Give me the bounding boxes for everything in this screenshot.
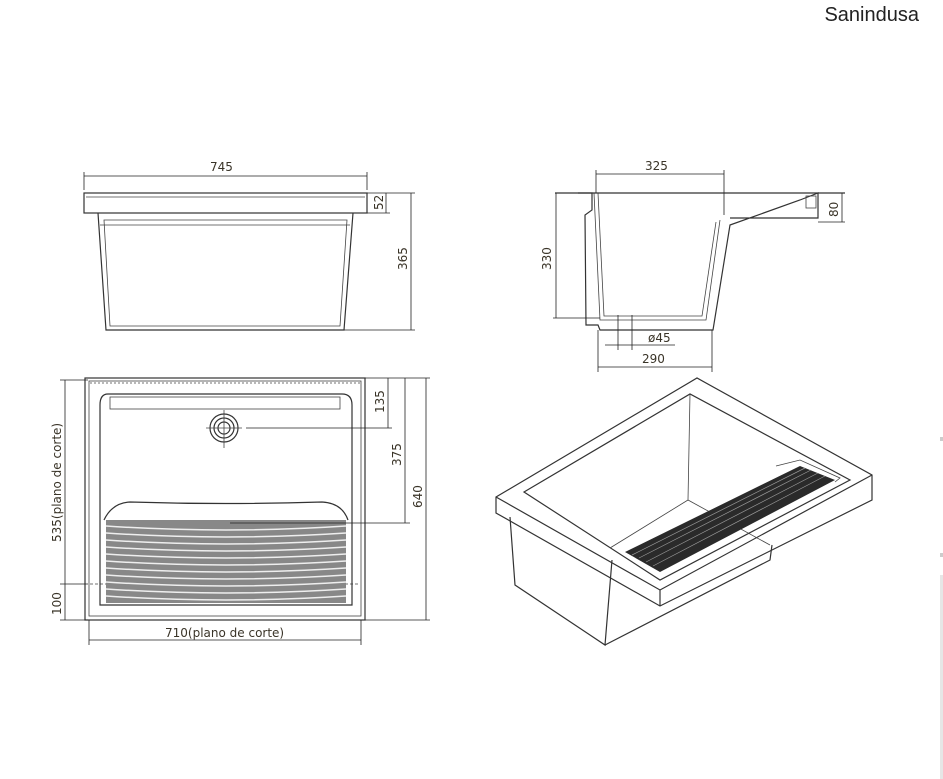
isometric-view [495, 377, 873, 647]
dim-width-745: 745 [210, 160, 233, 174]
page-edge-mark [940, 437, 943, 441]
dim-cut-depth-535: 535(plano de corte) [50, 423, 64, 542]
dim-front-100: 100 [50, 592, 64, 615]
dim-board-375: 375 [390, 443, 404, 466]
dim-rim-52: 52 [372, 195, 386, 210]
dim-drain-offset-135: 135 [373, 390, 387, 413]
dim-height-365: 365 [396, 247, 410, 270]
dim-drain-45: ø45 [648, 331, 671, 345]
dim-depth-640: 640 [411, 485, 425, 508]
page-edge-mark [940, 553, 943, 557]
dim-cut-width-710: 710(plano de corte) [165, 626, 284, 640]
drain-circle [206, 410, 242, 448]
top-view: 135 375 640 535(plano de corte) 100 710(… [50, 377, 430, 645]
brand-name: Sanindusa [824, 4, 919, 26]
dim-rim-80: 80 [827, 202, 841, 217]
washboard-ribs [105, 520, 347, 603]
dim-depth-325: 325 [645, 159, 668, 173]
dim-height-330: 330 [540, 247, 554, 270]
iso-washboard [625, 459, 841, 572]
front-view: 745 52 365 [83, 160, 415, 331]
dim-base-290: 290 [642, 352, 665, 366]
side-view: 325 330 80 ø45 290 [540, 159, 845, 372]
page-edge-mark [940, 575, 943, 779]
